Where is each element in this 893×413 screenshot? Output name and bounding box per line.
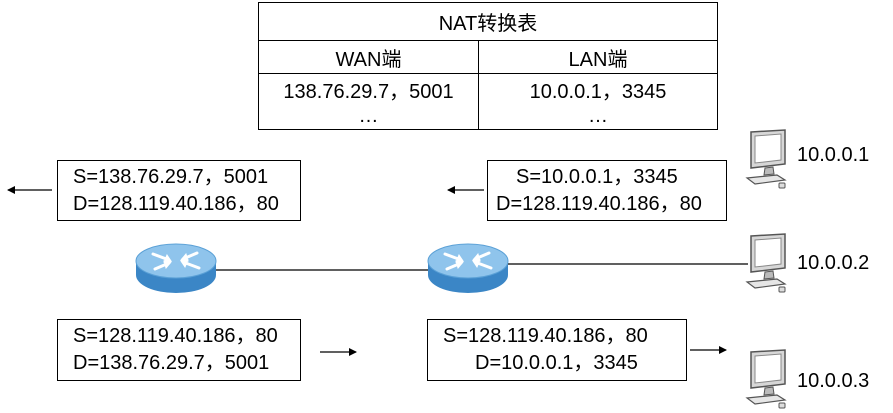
- packet-outbound-wan: S=138.76.29.7，5001 D=128.119.40.186，80: [57, 160, 301, 221]
- column-header-wan: WAN端: [335, 48, 402, 71]
- computer-icon: [745, 233, 787, 293]
- header-divider: [259, 73, 717, 74]
- packet-destination: D=128.119.40.186，80: [496, 192, 702, 215]
- table-cell-lan: 10.0.0.1，3345: [529, 80, 667, 103]
- packet-source: S=10.0.0.1，3345: [516, 165, 678, 188]
- packet-source: S=138.76.29.7，5001: [73, 165, 269, 188]
- computer-icon: [745, 129, 787, 189]
- router-icon: [427, 243, 509, 293]
- router-icon: [135, 243, 217, 293]
- host-ip-label: 10.0.0.2: [797, 252, 870, 274]
- column-divider: [478, 41, 479, 129]
- column-header-lan: LAN端: [568, 48, 628, 71]
- host-ip-label: 10.0.0.3: [797, 370, 870, 392]
- packet-source: S=128.119.40.186，80: [73, 325, 278, 347]
- nat-table-title: NAT转换表: [259, 3, 717, 41]
- packet-source: S=128.119.40.186，80: [443, 325, 648, 347]
- table-cell-wan-ellipsis: …: [358, 104, 379, 127]
- table-cell-lan-ellipsis: …: [588, 104, 608, 127]
- packet-outbound-lan: S=10.0.0.1，3345 D=128.119.40.186，80: [487, 160, 727, 221]
- packet-destination: D=128.119.40.186，80: [73, 192, 279, 215]
- host-ip-label: 10.0.0.1: [797, 144, 870, 166]
- nat-translation-table: NAT转换表 WAN端 LAN端 138.76.29.7，5001 10.0.0…: [258, 2, 718, 130]
- packet-inbound-wan: S=128.119.40.186，80 D=138.76.29.7，5001: [57, 319, 301, 381]
- packet-destination: D=138.76.29.7，5001: [73, 352, 270, 374]
- computer-icon: [745, 349, 787, 409]
- packet-destination: D=10.0.0.1，3345: [475, 352, 638, 374]
- table-cell-wan: 138.76.29.7，5001: [283, 80, 454, 103]
- packet-inbound-lan: S=128.119.40.186，80 D=10.0.0.1，3345: [427, 319, 687, 381]
